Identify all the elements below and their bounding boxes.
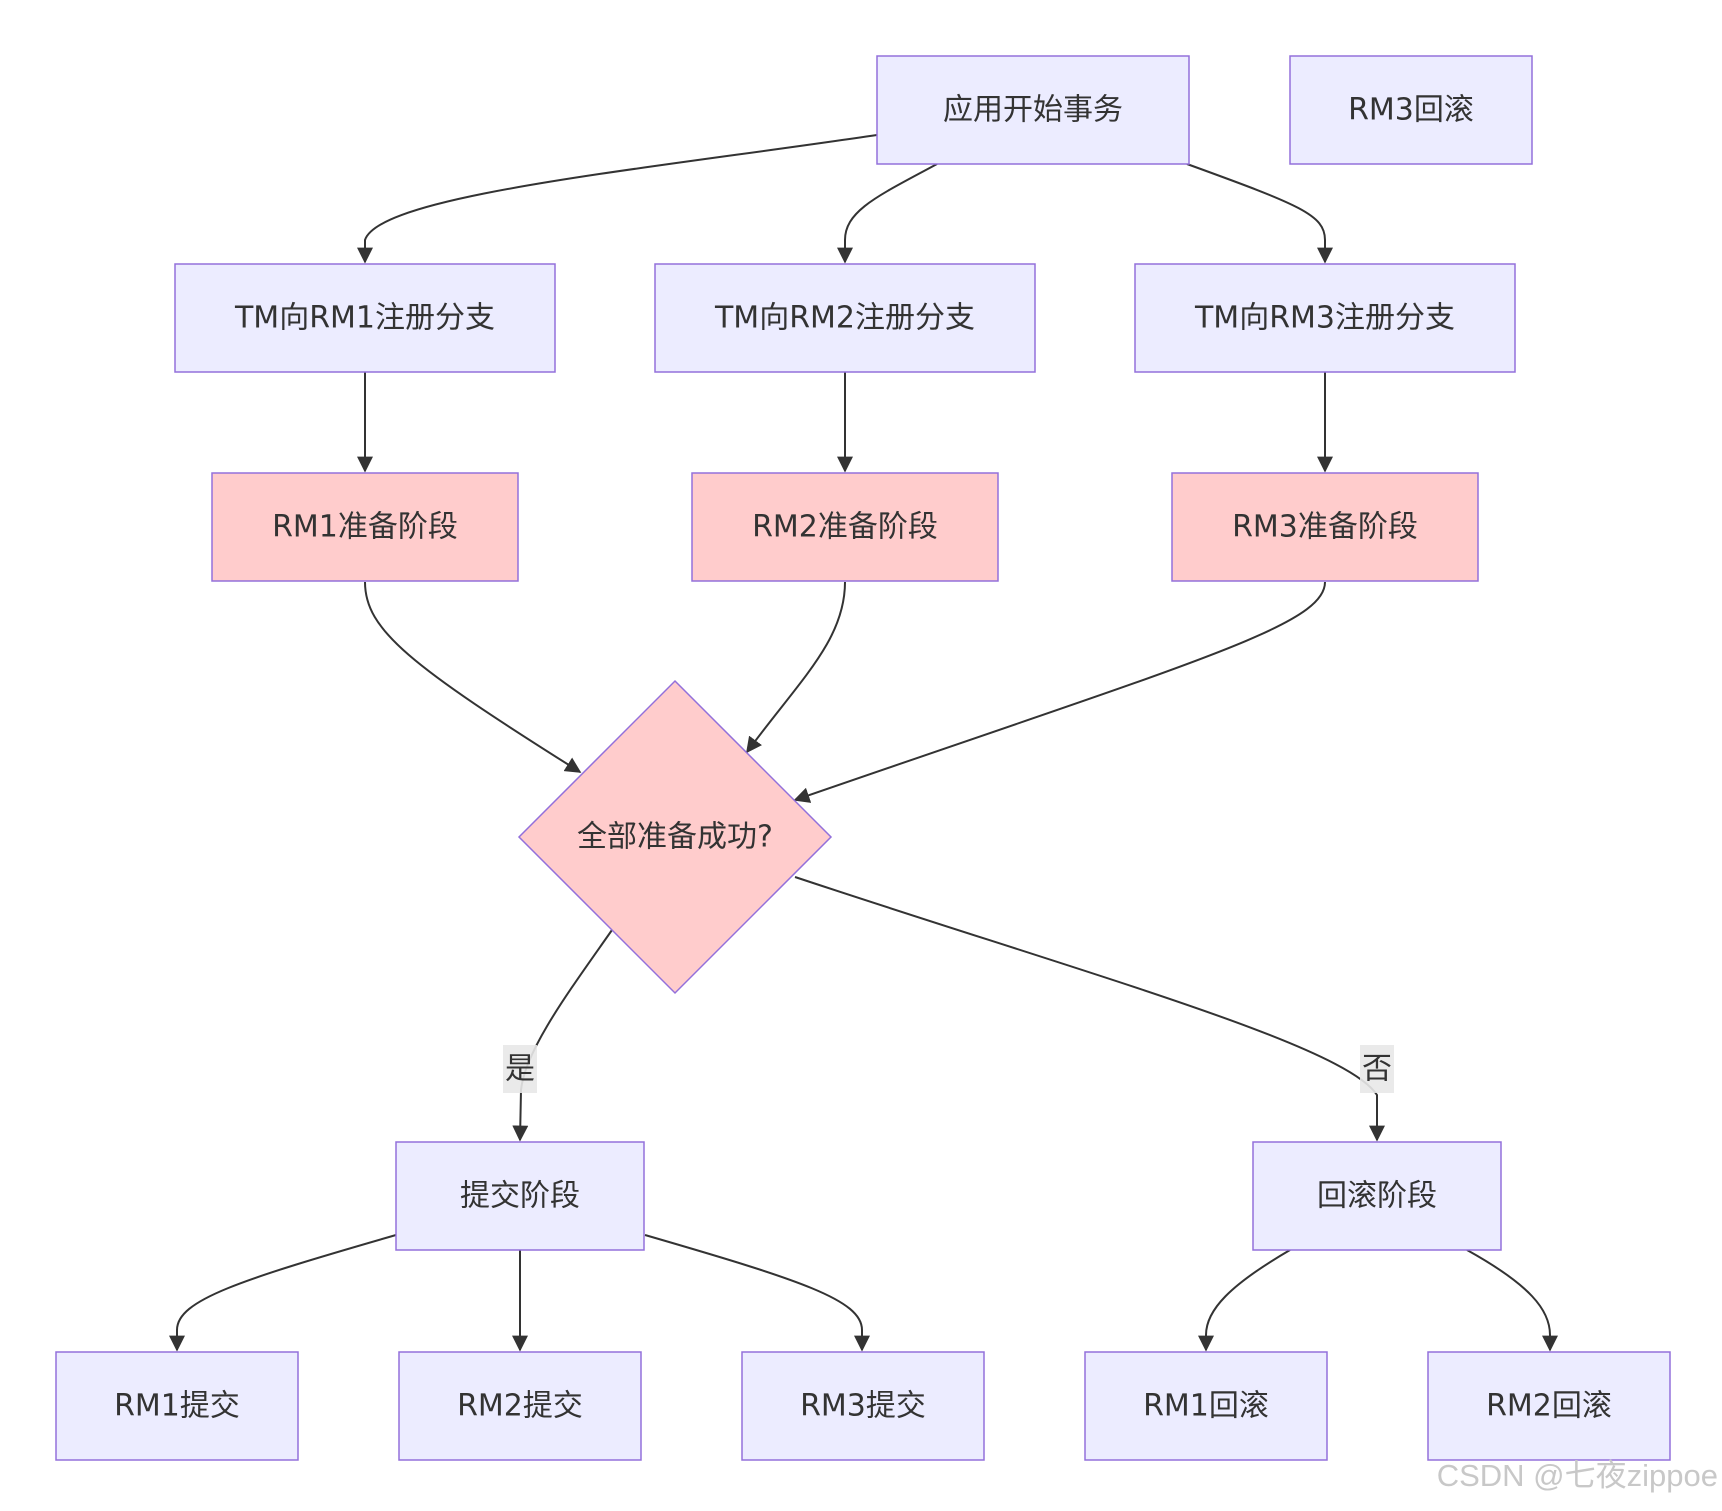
node-decision: 全部准备成功? <box>517 679 833 995</box>
edge-rm1-prepare-to-decision <box>364 581 582 773</box>
edge-decision-to-rollback <box>794 876 1385 1142</box>
edge-commit-to-rm1-commit <box>169 1234 397 1352</box>
edge-label-no: 否 <box>1360 1045 1394 1093</box>
node-tm-rm1-label: TM向RM1注册分支 <box>234 301 495 336</box>
node-tm-rm3: TM向RM3注册分支 <box>1134 263 1516 373</box>
edge-rm3-prepare-to-decision <box>793 581 1326 803</box>
node-commit-phase-label: 提交阶段 <box>460 1179 580 1214</box>
edge-start-to-tm-rm1 <box>357 134 878 264</box>
edge-decision-to-commit <box>512 929 613 1142</box>
edge-rm2-prepare-to-decision <box>746 581 846 754</box>
node-tm-rm3-label: TM向RM3注册分支 <box>1194 301 1455 336</box>
node-rm3-rollback-top: RM3回滚 <box>1289 55 1533 165</box>
node-rm2-rollback: RM2回滚 <box>1427 1351 1671 1461</box>
edge-rollback-to-rm2-rollback <box>1466 1249 1558 1352</box>
node-tm-rm2-label: TM向RM2注册分支 <box>714 301 975 336</box>
node-commit-phase: 提交阶段 <box>395 1141 645 1251</box>
node-rm3-commit: RM3提交 <box>741 1351 985 1461</box>
node-tm-rm2: TM向RM2注册分支 <box>654 263 1036 373</box>
watermark-text: CSDN @七夜zippoe <box>1437 1458 1718 1493</box>
node-rm2-prepare: RM2准备阶段 <box>691 472 999 582</box>
node-rm3-prepare: RM3准备阶段 <box>1171 472 1479 582</box>
node-rm3-commit-label: RM3提交 <box>800 1389 926 1424</box>
node-rm3-prepare-label: RM3准备阶段 <box>1232 510 1418 545</box>
node-rm1-rollback: RM1回滚 <box>1084 1351 1328 1461</box>
node-decision-label: 全部准备成功? <box>577 820 773 855</box>
node-rm2-commit-label: RM2提交 <box>457 1389 583 1424</box>
node-rm1-rollback-label: RM1回滚 <box>1143 1389 1269 1424</box>
node-rm2-commit: RM2提交 <box>398 1351 642 1461</box>
edge-start-to-tm-rm2 <box>837 163 938 264</box>
node-rm1-prepare: RM1准备阶段 <box>211 472 519 582</box>
edge-commit-to-rm3-commit <box>644 1234 870 1352</box>
node-tm-rm1: TM向RM1注册分支 <box>174 263 556 373</box>
edge-rollback-to-rm1-rollback <box>1198 1249 1291 1352</box>
node-rollback-phase: 回滚阶段 <box>1252 1141 1502 1251</box>
edge-start-to-tm-rm3 <box>1186 163 1333 264</box>
node-rm3-rollback-top-label: RM3回滚 <box>1348 93 1474 128</box>
node-rm2-rollback-label: RM2回滚 <box>1486 1389 1612 1424</box>
node-rm1-commit: RM1提交 <box>55 1351 299 1461</box>
node-rm1-prepare-label: RM1准备阶段 <box>272 510 458 545</box>
edge-label-yes: 是 <box>503 1045 537 1093</box>
node-app-start-label: 应用开始事务 <box>943 93 1123 128</box>
edges <box>169 134 1558 1352</box>
edge-label-yes-text: 是 <box>505 1052 535 1087</box>
node-rollback-phase-label: 回滚阶段 <box>1317 1179 1437 1214</box>
edge-label-no-text: 否 <box>1362 1052 1392 1087</box>
node-app-start: 应用开始事务 <box>876 55 1190 165</box>
node-rm1-commit-label: RM1提交 <box>114 1389 240 1424</box>
node-rm2-prepare-label: RM2准备阶段 <box>752 510 938 545</box>
